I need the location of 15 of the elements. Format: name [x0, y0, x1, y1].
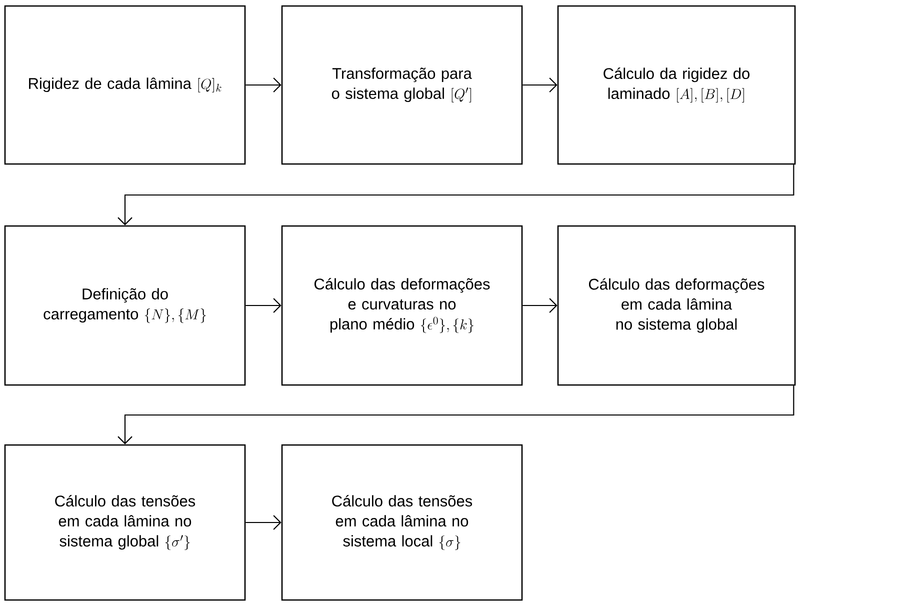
- process-box: Cálculo da rigidez do laminado $[A], [B], [D]$: [557, 5, 796, 165]
- arrow: [246, 298, 282, 313]
- process-box: Cálculo das tensões em cada lâmina no sistema global $\{\sigma'\}$: [4, 444, 246, 601]
- arrow: [522, 78, 558, 92]
- arrow: [522, 298, 558, 313]
- process-box: Cálculo das tensões em cada lâmina no sistema local $\{\sigma\}$: [281, 444, 523, 601]
- process-box: Definição do carregamento $\{N\}, \{M\}$: [4, 225, 246, 386]
- process-box: Rigidez de cada lâmina $[Q]_k$: [4, 5, 246, 165]
- arrow: [118, 386, 794, 444]
- process-box: Cálculo das deformações em cada lâmina no sistema global: [557, 225, 796, 386]
- arrow: [246, 78, 282, 92]
- process-box: Cálculo das deformações e curvaturas no plano médio $\{\epsilon^0\}, \{k\}$: [281, 225, 523, 386]
- process-box: Transformação para o sistema global $[Q']$: [281, 5, 523, 165]
- arrow: [118, 164, 794, 226]
- arrow: [246, 515, 282, 530]
